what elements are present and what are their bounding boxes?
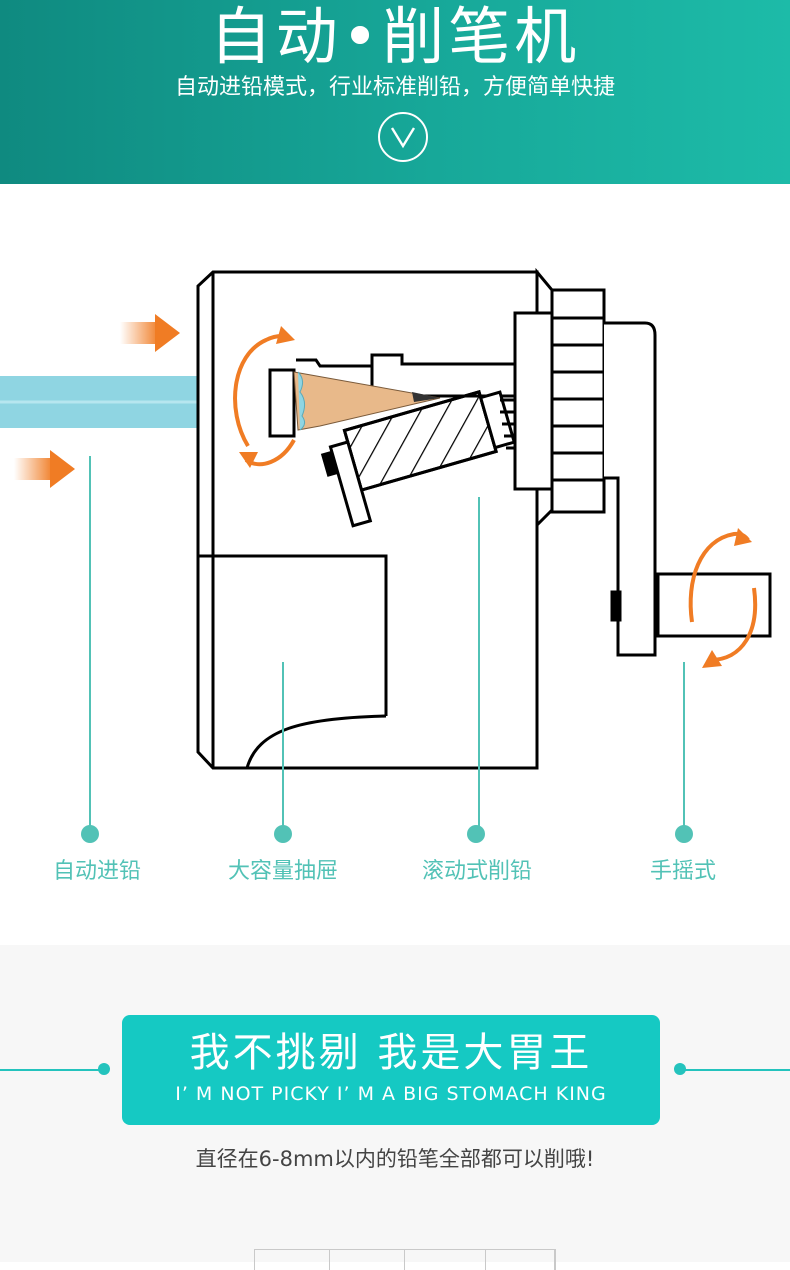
divider-line-right xyxy=(680,1069,790,1071)
spec-table xyxy=(254,1249,556,1270)
divider-line-left xyxy=(0,1069,104,1071)
callout-dot xyxy=(274,825,292,843)
arrow-right-icon xyxy=(155,314,180,352)
slogan-banner: 我不挑剔 我是大胃王 I’ M NOT PICKY I’ M A BIG STO… xyxy=(122,1015,660,1125)
table-cell xyxy=(330,1250,405,1270)
divider-dot-right xyxy=(674,1063,686,1075)
table-cell xyxy=(486,1250,555,1270)
pencil-tip xyxy=(293,371,441,431)
divider-dot-left xyxy=(98,1063,110,1075)
page-title: 自动•削笔机 xyxy=(209,0,581,73)
sharpener-diagram xyxy=(0,184,790,944)
arrow-right-icon xyxy=(50,450,75,488)
callout-dot xyxy=(467,825,485,843)
page-subtitle: 自动进铅模式，行业标准削铅，方便简单快捷 xyxy=(174,75,615,100)
feature-label-auto-feed: 自动进铅 xyxy=(52,859,141,884)
feature-label-drawer: 大容量抽屉 xyxy=(227,859,338,884)
diameter-note: 直径在6-8mm以内的铅笔全部都可以削哦! xyxy=(195,1147,595,1171)
hero-banner: 自动•削笔机 自动进铅模式，行业标准削铅，方便简单快捷 xyxy=(0,0,790,184)
table-cell xyxy=(255,1250,330,1270)
slogan-en: I’ M NOT PICKY I’ M A BIG STOMACH KING xyxy=(175,1083,607,1105)
capacity-section: 我不挑剔 我是大胃王 I’ M NOT PICKY I’ M A BIG STO… xyxy=(0,945,790,1270)
feature-label-crank: 手摇式 xyxy=(649,859,716,884)
feature-label-roller: 滚动式削铅 xyxy=(421,859,532,884)
slogan-cn: 我不挑剔 我是大胃王 xyxy=(189,1030,593,1076)
table-cell xyxy=(405,1250,486,1270)
callout-dot xyxy=(675,825,693,843)
callout-dot xyxy=(81,825,99,843)
sharpener-illustration xyxy=(0,267,772,843)
chevron-down-icon xyxy=(378,112,428,162)
